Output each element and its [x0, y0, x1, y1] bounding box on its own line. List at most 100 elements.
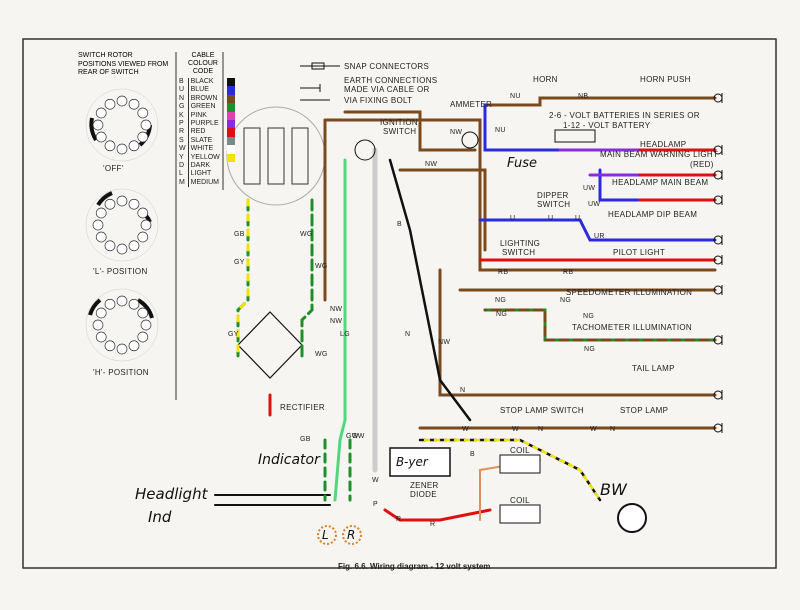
legend-swatch	[226, 145, 235, 154]
zener-diode-label: DIODE	[410, 490, 437, 499]
brown-wire-horn	[483, 96, 717, 107]
legend-swatch	[226, 136, 235, 146]
wire-code: U	[548, 215, 554, 222]
indicator-r-circle	[342, 525, 362, 545]
rotor-terminal	[137, 231, 149, 243]
legend-swatch	[226, 153, 235, 163]
brown-wire-tail	[438, 268, 717, 397]
legend-name: BLACK	[190, 78, 214, 85]
legend-name: PURPLE	[190, 120, 219, 128]
legend-swatch	[226, 86, 235, 95]
legend-name: DARK	[190, 162, 211, 170]
legend-code: Y	[177, 153, 189, 163]
rotor-terminal	[137, 107, 149, 119]
legend-code: B	[177, 78, 189, 87]
legend-swatch	[227, 170, 235, 178]
rotor-terminal	[128, 240, 140, 252]
rotor-terminal	[92, 119, 104, 131]
ammeter-label: AMMETER	[450, 100, 493, 109]
dip-beam-label: HEADLAMP DIP BEAM	[608, 210, 698, 219]
wire-code: P	[373, 501, 378, 508]
legend-swatch	[226, 120, 235, 129]
legend-name: LIGHT	[190, 170, 212, 178]
legend-name: SLATE	[190, 136, 213, 144]
rotor-terminal	[104, 340, 116, 352]
brown-wire-nw	[398, 168, 487, 252]
coil-2	[499, 504, 541, 524]
wire-code: GY	[234, 259, 245, 266]
rotor-terminal	[95, 307, 107, 319]
earth-bolt-label: VIA FIXING BOLT	[344, 96, 413, 105]
rotor-terminal	[104, 140, 116, 152]
rotor-terminal	[95, 131, 107, 143]
legend-swatch	[227, 162, 235, 170]
wire-code: UR	[594, 233, 605, 240]
rotor-terminal	[140, 119, 152, 131]
legend-title-line: CABLE	[191, 52, 215, 59]
legend-code: L	[177, 170, 189, 179]
legend-name: PINK	[190, 111, 207, 119]
legend-name: BLUE	[190, 86, 209, 94]
legend-code: D	[177, 162, 189, 171]
warning-red-label: (RED)	[690, 160, 714, 169]
wire-code: LG	[340, 331, 350, 338]
legend-code: R	[177, 128, 189, 137]
rotor-terminal	[128, 98, 140, 110]
wire-code: UW	[588, 201, 601, 208]
wire-code: NG	[584, 346, 596, 353]
rotor-terminal	[116, 143, 128, 155]
legend-code: K	[177, 111, 189, 121]
tail-lamp-label: TAIL LAMP	[632, 364, 675, 373]
rotor-terminal	[116, 295, 128, 307]
rotor-title-line: REAR OF SWITCH	[78, 69, 139, 76]
handwritten-boyer: B-yer	[396, 455, 428, 469]
legend-swatch	[227, 179, 235, 187]
handwritten-headlight: Headlight	[135, 485, 208, 503]
wire-code: NW	[330, 318, 343, 325]
rotor-label-off: 'OFF'	[103, 164, 124, 173]
wire-code: GB	[234, 231, 245, 238]
black-wire-headlight-ind	[214, 494, 331, 506]
wire-code: B	[397, 221, 402, 228]
rotor-terminal-numbers	[92, 95, 152, 355]
rotor-terminal	[95, 207, 107, 219]
ignition-switch-label: SWITCH	[383, 127, 417, 136]
wire-code: WG	[315, 263, 328, 270]
wire-code: N	[405, 331, 411, 338]
rotor-terminal	[95, 107, 107, 119]
legend-swatch	[226, 111, 235, 121]
yellow-stripe-bw	[418, 438, 602, 502]
coil-1	[499, 454, 541, 474]
wire-code: NG	[496, 311, 508, 318]
rotor-terminal	[104, 198, 116, 210]
headlamp-label: HEADLAMP	[640, 140, 687, 149]
handwritten-r: R	[347, 528, 356, 542]
rotor-h	[85, 288, 159, 362]
rotor-terminal	[116, 95, 128, 107]
wire-code: NB	[578, 93, 589, 100]
stop-switch-label: STOP LAMP SWITCH	[500, 406, 584, 415]
tachometer-label: TACHOMETER ILLUMINATION	[572, 323, 692, 332]
black-wire-1	[388, 158, 472, 422]
wire-code: W	[512, 426, 519, 433]
legend-name: YELLOW	[190, 153, 220, 161]
wire-code: GB	[300, 436, 311, 443]
main-beam-warning-label: MAIN BEAM WARNING LIGHT	[600, 150, 719, 159]
rotor-terminal	[128, 198, 140, 210]
wire-code: NG	[583, 313, 595, 320]
green-wire-indicator	[323, 438, 352, 502]
cable-code-title: CABLE COLOUR CODE	[181, 52, 225, 76]
rotor-key-title: SWITCH ROTOR POSITIONS VIEWED FROM REAR …	[78, 52, 178, 78]
rotor-terminal	[137, 131, 149, 143]
legend-code: U	[177, 86, 189, 95]
wire-code: NW	[330, 306, 343, 313]
rotor-terminal	[104, 240, 116, 252]
